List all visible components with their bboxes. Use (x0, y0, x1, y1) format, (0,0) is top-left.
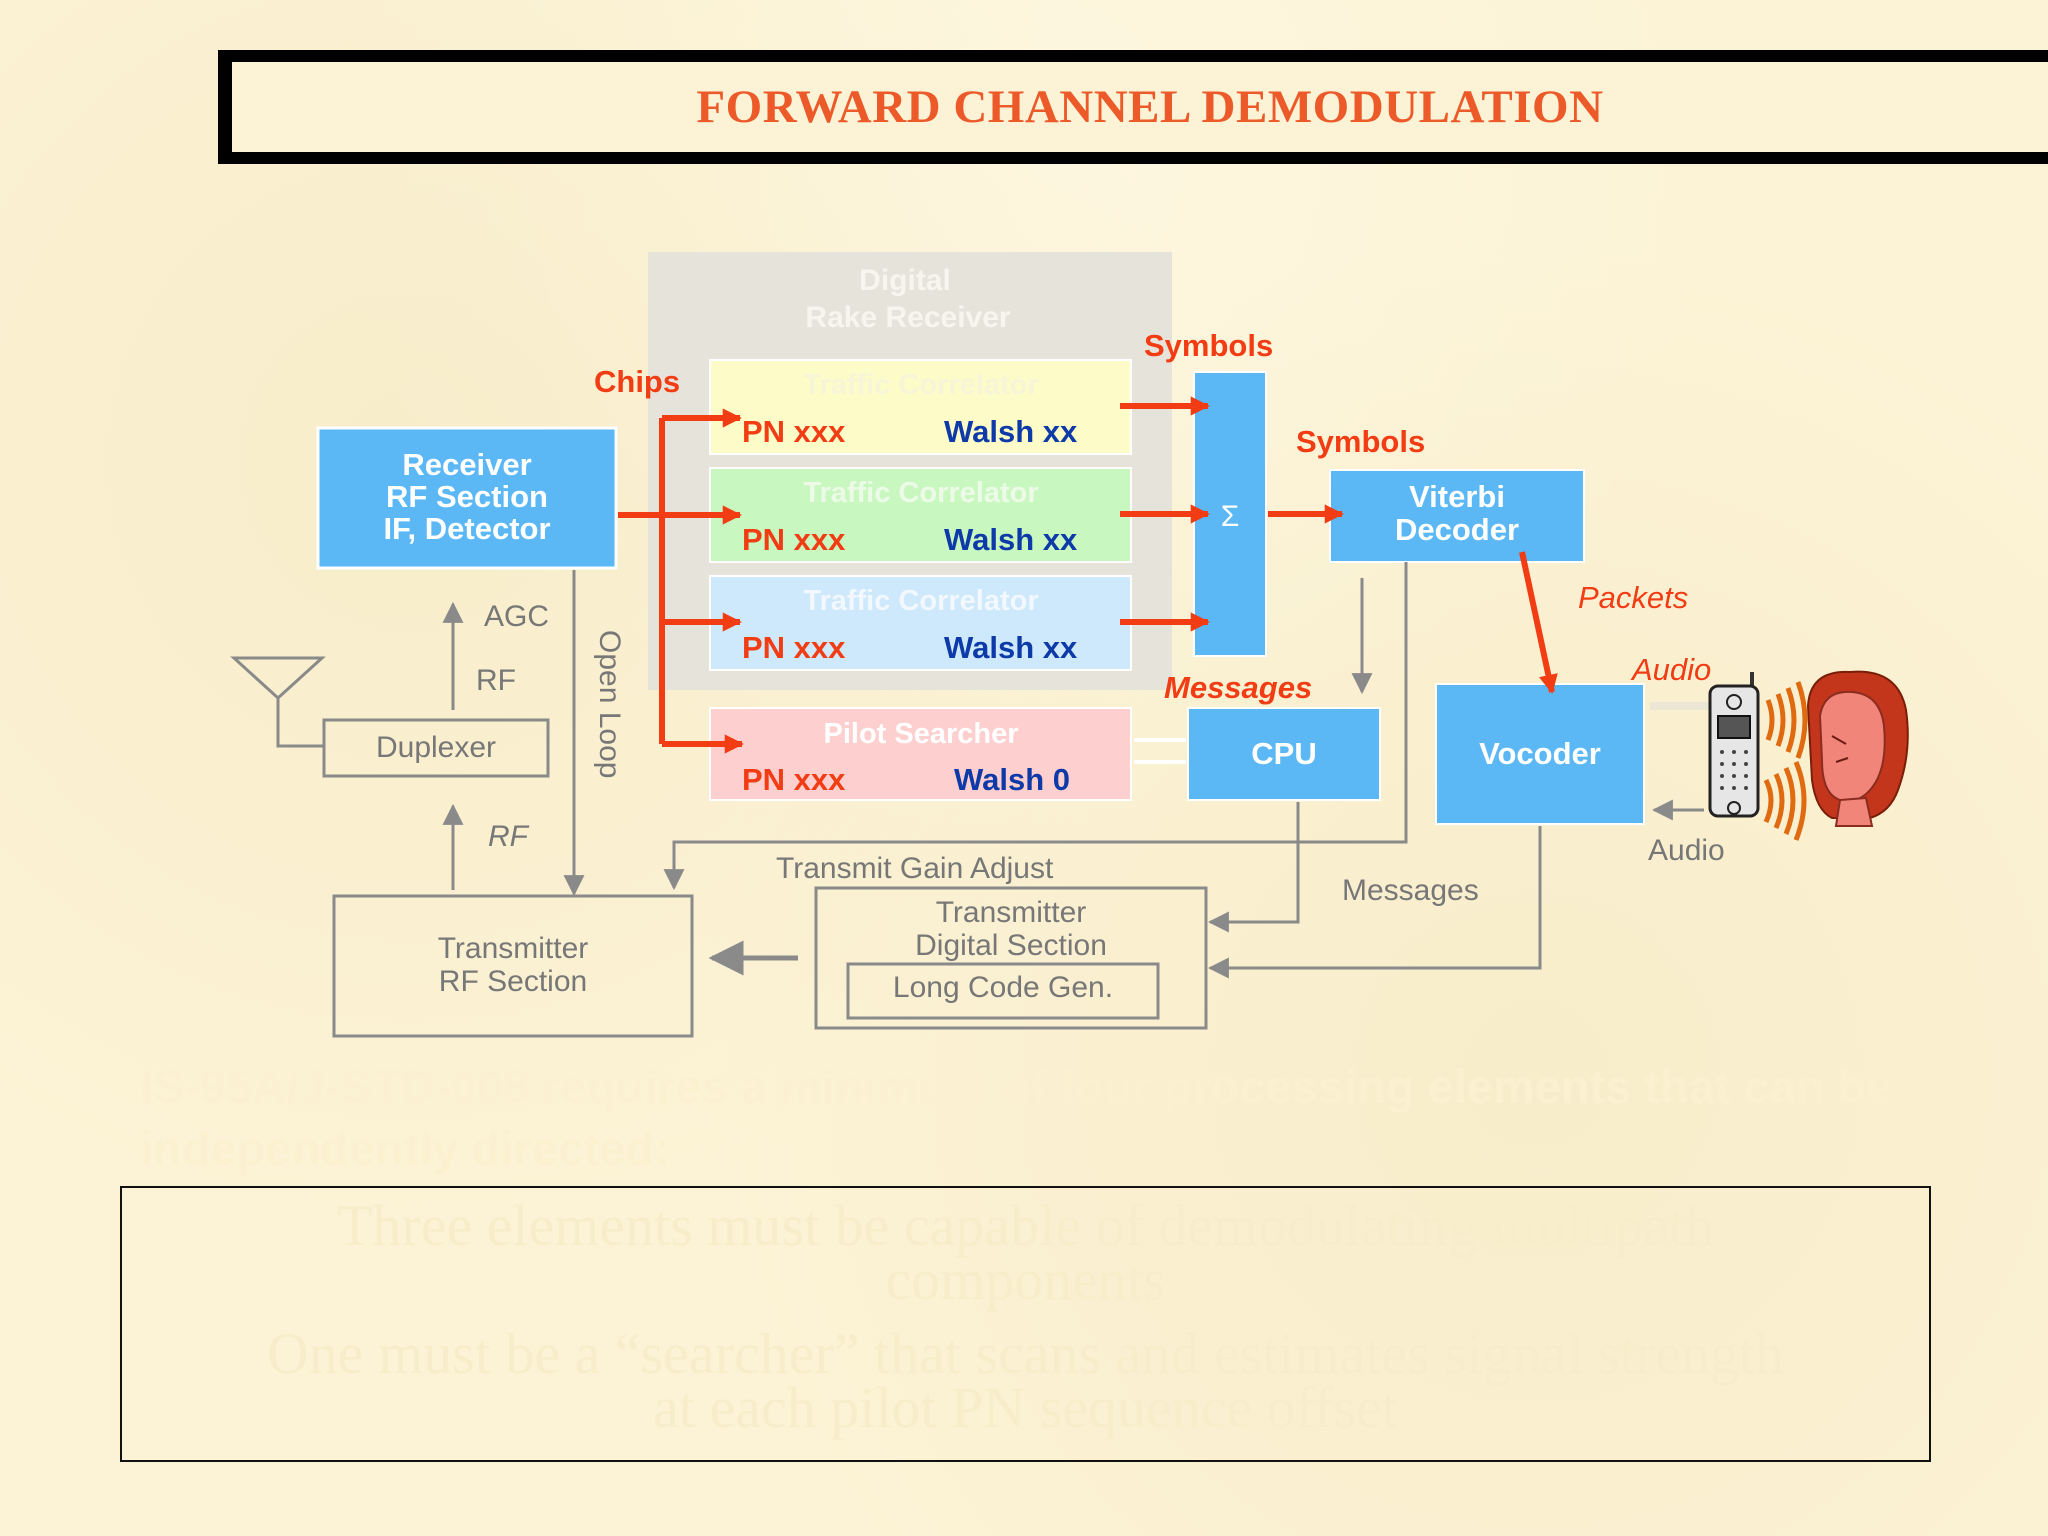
tx-digital-label-2: Digital Section (915, 929, 1107, 962)
correlator-walsh: Walsh xx (944, 630, 1078, 665)
audio-label-gray: Audio (1648, 834, 1725, 867)
receiver-label-3: IF, Detector (383, 511, 550, 546)
tx-gain-label: Transmit Gain Adjust (776, 852, 1054, 885)
correlator-title: Traffic Correlator (803, 477, 1038, 509)
correlator-pn: PN xxx (742, 630, 846, 665)
phone-keypad (1720, 750, 1748, 790)
receiver-label-2: RF Section (386, 479, 548, 514)
transmit-gain-line (663, 562, 1408, 891)
footer-heading: IS-95A/J-STD-008 requires a minimum of f… (140, 1060, 1893, 1175)
face-shape (1818, 690, 1886, 802)
cpu-label: CPU (1251, 736, 1316, 771)
neck-shape (1834, 796, 1874, 827)
correlator-title: Traffic Correlator (803, 369, 1038, 401)
correlator-walsh: Walsh xx (944, 522, 1078, 557)
rf-label-up: RF (476, 664, 516, 697)
rake-label-2: Rake Receiver (805, 301, 1010, 334)
pilot-pn: PN xxx (742, 762, 846, 797)
correlator-pn: PN xxx (742, 522, 846, 557)
face-lines (1831, 735, 1849, 763)
duplexer-block: Duplexer (322, 718, 550, 778)
correlator-box (709, 575, 1132, 671)
phone-mic (1727, 801, 1741, 815)
correlator-pn: PN xxx (742, 414, 846, 449)
open-loop-label: Open Loop (593, 630, 626, 778)
gray-connections (442, 562, 1712, 979)
phone-screen (1717, 715, 1751, 739)
messages-label-red: Messages (1164, 670, 1312, 705)
phone-icon (1708, 672, 1760, 818)
bullet-1-line-2: components (885, 1247, 1166, 1312)
sigma-symbol: Σ (1221, 500, 1240, 533)
bullet-2-line-2: at each pilot PN sequence offset (653, 1375, 1398, 1440)
traffic-correlator-3: Traffic Correlator PN xxx Walsh xx (709, 575, 1132, 671)
pilot-walsh: Walsh 0 (954, 762, 1070, 797)
vocoder-box (1435, 683, 1645, 825)
viterbi-block: Viterbi Decoder (1329, 469, 1585, 563)
tx-rf-block: Transmitter RF Section (332, 894, 694, 1038)
correlator-title: Traffic Correlator (803, 585, 1038, 617)
receiver-label-1: Receiver (402, 447, 531, 482)
vocoder-block: Vocoder (1435, 683, 1645, 825)
long-code-label: Long Code Gen. (893, 971, 1113, 1004)
pilot-box (709, 707, 1132, 801)
antenna-feed (276, 698, 324, 748)
title-inner: FORWARD CHANNEL DEMODULATION (232, 62, 2048, 152)
vocoder-to-tx-digital-line (1207, 826, 1542, 979)
correlator-box (709, 467, 1132, 563)
tx-rf-label-1: Transmitter (438, 932, 589, 965)
page-title: FORWARD CHANNEL DEMODULATION (696, 81, 1604, 133)
cpu-box (1187, 707, 1381, 801)
tx-rf-label-2: RF Section (439, 965, 587, 998)
correlator-box (709, 359, 1132, 455)
tx-digital-box (814, 886, 1208, 1030)
duplexer-box (322, 718, 550, 778)
agc-label: AGC (484, 600, 549, 633)
chips-label: Chips (594, 364, 680, 399)
symbols-label-2: Symbols (1296, 424, 1425, 459)
rake-label-1: Digital (859, 264, 951, 297)
bullet-2-line-1: One must be a “searcher” that scans and … (266, 1321, 1785, 1386)
audio-label-red: Audio (1630, 652, 1711, 687)
correlator-walsh: Walsh xx (944, 414, 1078, 449)
long-code-box (846, 962, 1160, 1020)
messages-label-gray: Messages (1342, 874, 1479, 907)
cpu-block: CPU (1187, 707, 1381, 801)
viterbi-label-1: Viterbi (1409, 479, 1505, 514)
person-head-icon (1806, 670, 1909, 827)
duplexer-label: Duplexer (376, 731, 496, 764)
title-frame: FORWARD CHANNEL DEMODULATION (218, 50, 2048, 164)
block-diagram: Digital Rake Receiver Traffic Correlator… (230, 252, 1909, 1038)
viterbi-label-2: Decoder (1395, 512, 1519, 547)
bullet-1-line-1: Three elements must be capable of demodu… (336, 1193, 1715, 1258)
viterbi-box (1329, 469, 1585, 563)
pilot-searcher: Pilot Searcher PN xxx Walsh 0 (709, 707, 1132, 801)
tx-digital-label-1: Transmitter (936, 896, 1087, 929)
packets-arrow (1519, 551, 1558, 694)
antenna-triangle (230, 656, 326, 701)
cpu-to-tx-digital-line (1207, 802, 1300, 933)
tx-digital-block: Transmitter Digital Section Long Code Ge… (814, 886, 1208, 1030)
rf-label-down: RF (488, 820, 530, 853)
pilot-title: Pilot Searcher (823, 718, 1018, 750)
requirements-box: Three elements must be capable of demodu… (120, 1186, 1931, 1462)
antenna-icon (230, 656, 326, 748)
traffic-correlator-1: Traffic Correlator PN xxx Walsh xx (709, 359, 1132, 455)
tx-rf-box (332, 894, 694, 1038)
traffic-correlator-2: Traffic Correlator PN xxx Walsh xx (709, 467, 1132, 563)
receiver-block: Receiver RF Section IF, Detector (316, 426, 618, 570)
sound-waves-icon (1763, 681, 1808, 841)
vocoder-label: Vocoder (1479, 736, 1601, 771)
chips-arrows (618, 396, 1558, 754)
receiver-box (316, 426, 618, 570)
packets-label: Packets (1578, 580, 1688, 615)
phone-earpiece (1726, 694, 1742, 710)
symbols-label-1: Symbols (1144, 328, 1273, 363)
